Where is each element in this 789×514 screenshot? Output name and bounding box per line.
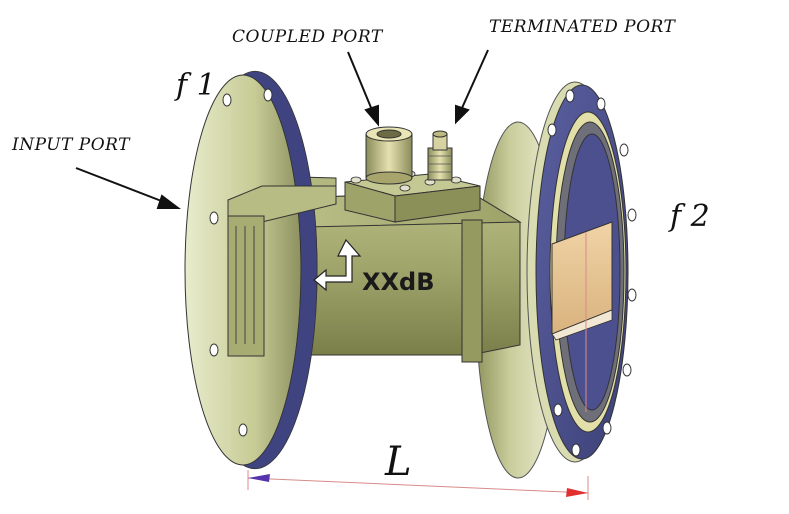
coupling-direction-icon — [313, 238, 362, 292]
right-flange — [475, 81, 637, 479]
coupling-value-label: XXdB — [362, 268, 434, 296]
dimension-arrow-right — [566, 488, 588, 497]
dimension-arrow-left — [248, 474, 270, 482]
length-dimension-line — [247, 470, 589, 500]
flange-1-label: f 1 — [174, 68, 216, 103]
coupled-port-label: COUPLED PORT — [232, 27, 384, 47]
callout-arrows — [75, 49, 489, 209]
terminated-port-label: TERMINATED PORT — [489, 17, 677, 37]
length-label: L — [384, 439, 412, 485]
input-port-label: INPUT PORT — [11, 135, 131, 155]
flange-2-label: f 2 — [668, 199, 710, 234]
terminated-port-connector — [427, 130, 453, 181]
coupled-port-connector — [365, 126, 413, 185]
left-flange — [184, 70, 337, 470]
